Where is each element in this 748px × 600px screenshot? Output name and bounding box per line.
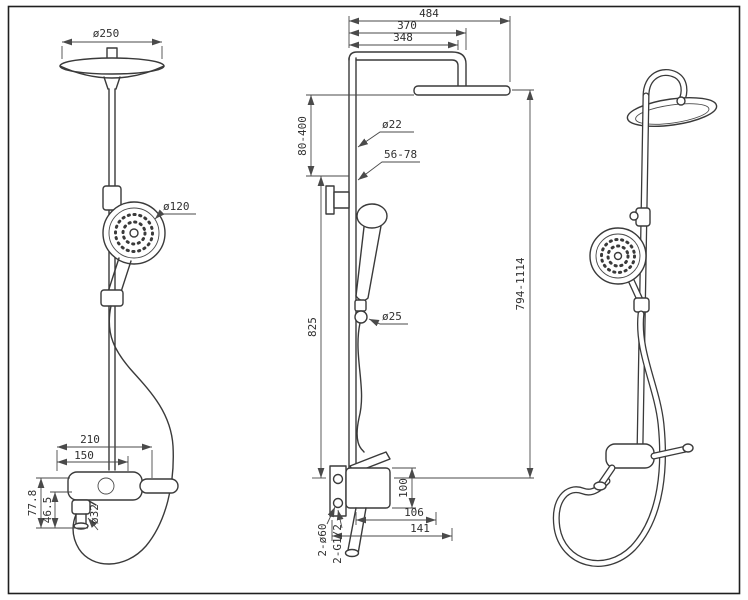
perspective-shower-hose bbox=[552, 310, 667, 567]
side-view: 484 370 348 80-400 ø22 56-78 825 bbox=[296, 7, 534, 564]
side-dim-825: 825 bbox=[306, 176, 326, 479]
dim-label-56-78: 56-78 bbox=[384, 148, 417, 161]
side-dim-370: 370 bbox=[349, 19, 467, 50]
dim-label-348: 348 bbox=[393, 31, 413, 44]
front-dim-spout-diameter: ø32 bbox=[87, 504, 101, 531]
dim-label-150: 150 bbox=[74, 449, 94, 462]
dim-label-100: 100 bbox=[397, 478, 410, 498]
dim-label-80-400: 80-400 bbox=[296, 116, 309, 156]
front-view: ø250 ø120 210 150 77.8 46.5 ø32 bbox=[26, 27, 196, 565]
dim-label-46-5: 46.5 bbox=[41, 497, 54, 524]
perspective-wall-bracket bbox=[629, 207, 651, 227]
side-dim-141: 141 bbox=[331, 520, 453, 541]
front-dim-77-8: 77.8 bbox=[26, 477, 88, 529]
dim-label-head-diameter: ø250 bbox=[93, 27, 120, 40]
side-wall-bracket bbox=[325, 185, 350, 215]
side-dim-connections: 2-G1/2 bbox=[331, 509, 344, 564]
front-shower-hose bbox=[72, 305, 174, 565]
dim-label-escutcheons: 2-ø60 bbox=[316, 523, 329, 556]
front-riser-pipe bbox=[108, 88, 116, 471]
perspective-view bbox=[552, 69, 718, 567]
side-dim-100: 100 bbox=[392, 467, 416, 509]
perspective-shower-head bbox=[626, 96, 718, 128]
perspective-mixer-valve bbox=[593, 443, 694, 491]
front-dim-head-diameter: ø250 bbox=[61, 27, 163, 59]
side-hand-shower bbox=[354, 203, 388, 324]
side-dim-484: 484 bbox=[348, 7, 511, 82]
dim-label-riser-upper-diameter: ø22 bbox=[382, 118, 402, 131]
perspective-arm bbox=[642, 69, 688, 106]
side-shower-head bbox=[413, 85, 511, 96]
dim-label-106: 106 bbox=[404, 506, 424, 519]
front-mixer-valve bbox=[67, 471, 179, 530]
front-hand-shower bbox=[100, 201, 166, 307]
dim-label-370: 370 bbox=[397, 19, 417, 32]
side-dim-106: 106 bbox=[355, 506, 437, 525]
dim-label-484: 484 bbox=[419, 7, 439, 20]
side-dim-escutcheons: 2-ø60 bbox=[316, 506, 336, 557]
front-dim-210: 210 bbox=[56, 433, 153, 478]
side-riser-pipe bbox=[348, 51, 467, 469]
dim-label-825: 825 bbox=[306, 317, 319, 337]
front-dim-150: 150 bbox=[57, 449, 129, 471]
front-dim-46-5: 46.5 bbox=[41, 491, 72, 528]
side-dim-348: 348 bbox=[349, 31, 459, 50]
front-dim-hand-shower-diameter: ø120 bbox=[154, 200, 196, 220]
dim-label-210: 210 bbox=[80, 433, 100, 446]
side-dim-riser-lower-diameter: ø25 bbox=[368, 310, 408, 327]
side-dim-riser-upper-diameter: ø22 bbox=[357, 118, 414, 148]
side-dim-80-400: 80-400 bbox=[296, 94, 414, 177]
perspective-hand-shower bbox=[589, 227, 650, 313]
perspective-riser-pipe bbox=[636, 92, 650, 452]
dim-label-hand-shower-diameter: ø120 bbox=[163, 200, 190, 213]
dim-label-794-1114: 794-1114 bbox=[514, 257, 527, 310]
dim-label-riser-lower-diameter: ø25 bbox=[382, 310, 402, 323]
front-slider-bracket bbox=[102, 185, 122, 211]
dim-label-77-8: 77.8 bbox=[26, 490, 39, 517]
drawing-border bbox=[7, 5, 741, 595]
dim-label-141: 141 bbox=[410, 522, 430, 535]
dim-label-spout-diameter: ø32 bbox=[88, 504, 101, 524]
front-shower-head bbox=[59, 47, 165, 90]
side-dim-56-78: 56-78 bbox=[357, 148, 420, 181]
perspective-head-joint bbox=[676, 96, 686, 106]
side-shower-hose bbox=[356, 322, 365, 453]
side-dim-794-1114: 794-1114 bbox=[394, 89, 534, 479]
dim-label-connections: 2-G1/2 bbox=[331, 524, 344, 564]
